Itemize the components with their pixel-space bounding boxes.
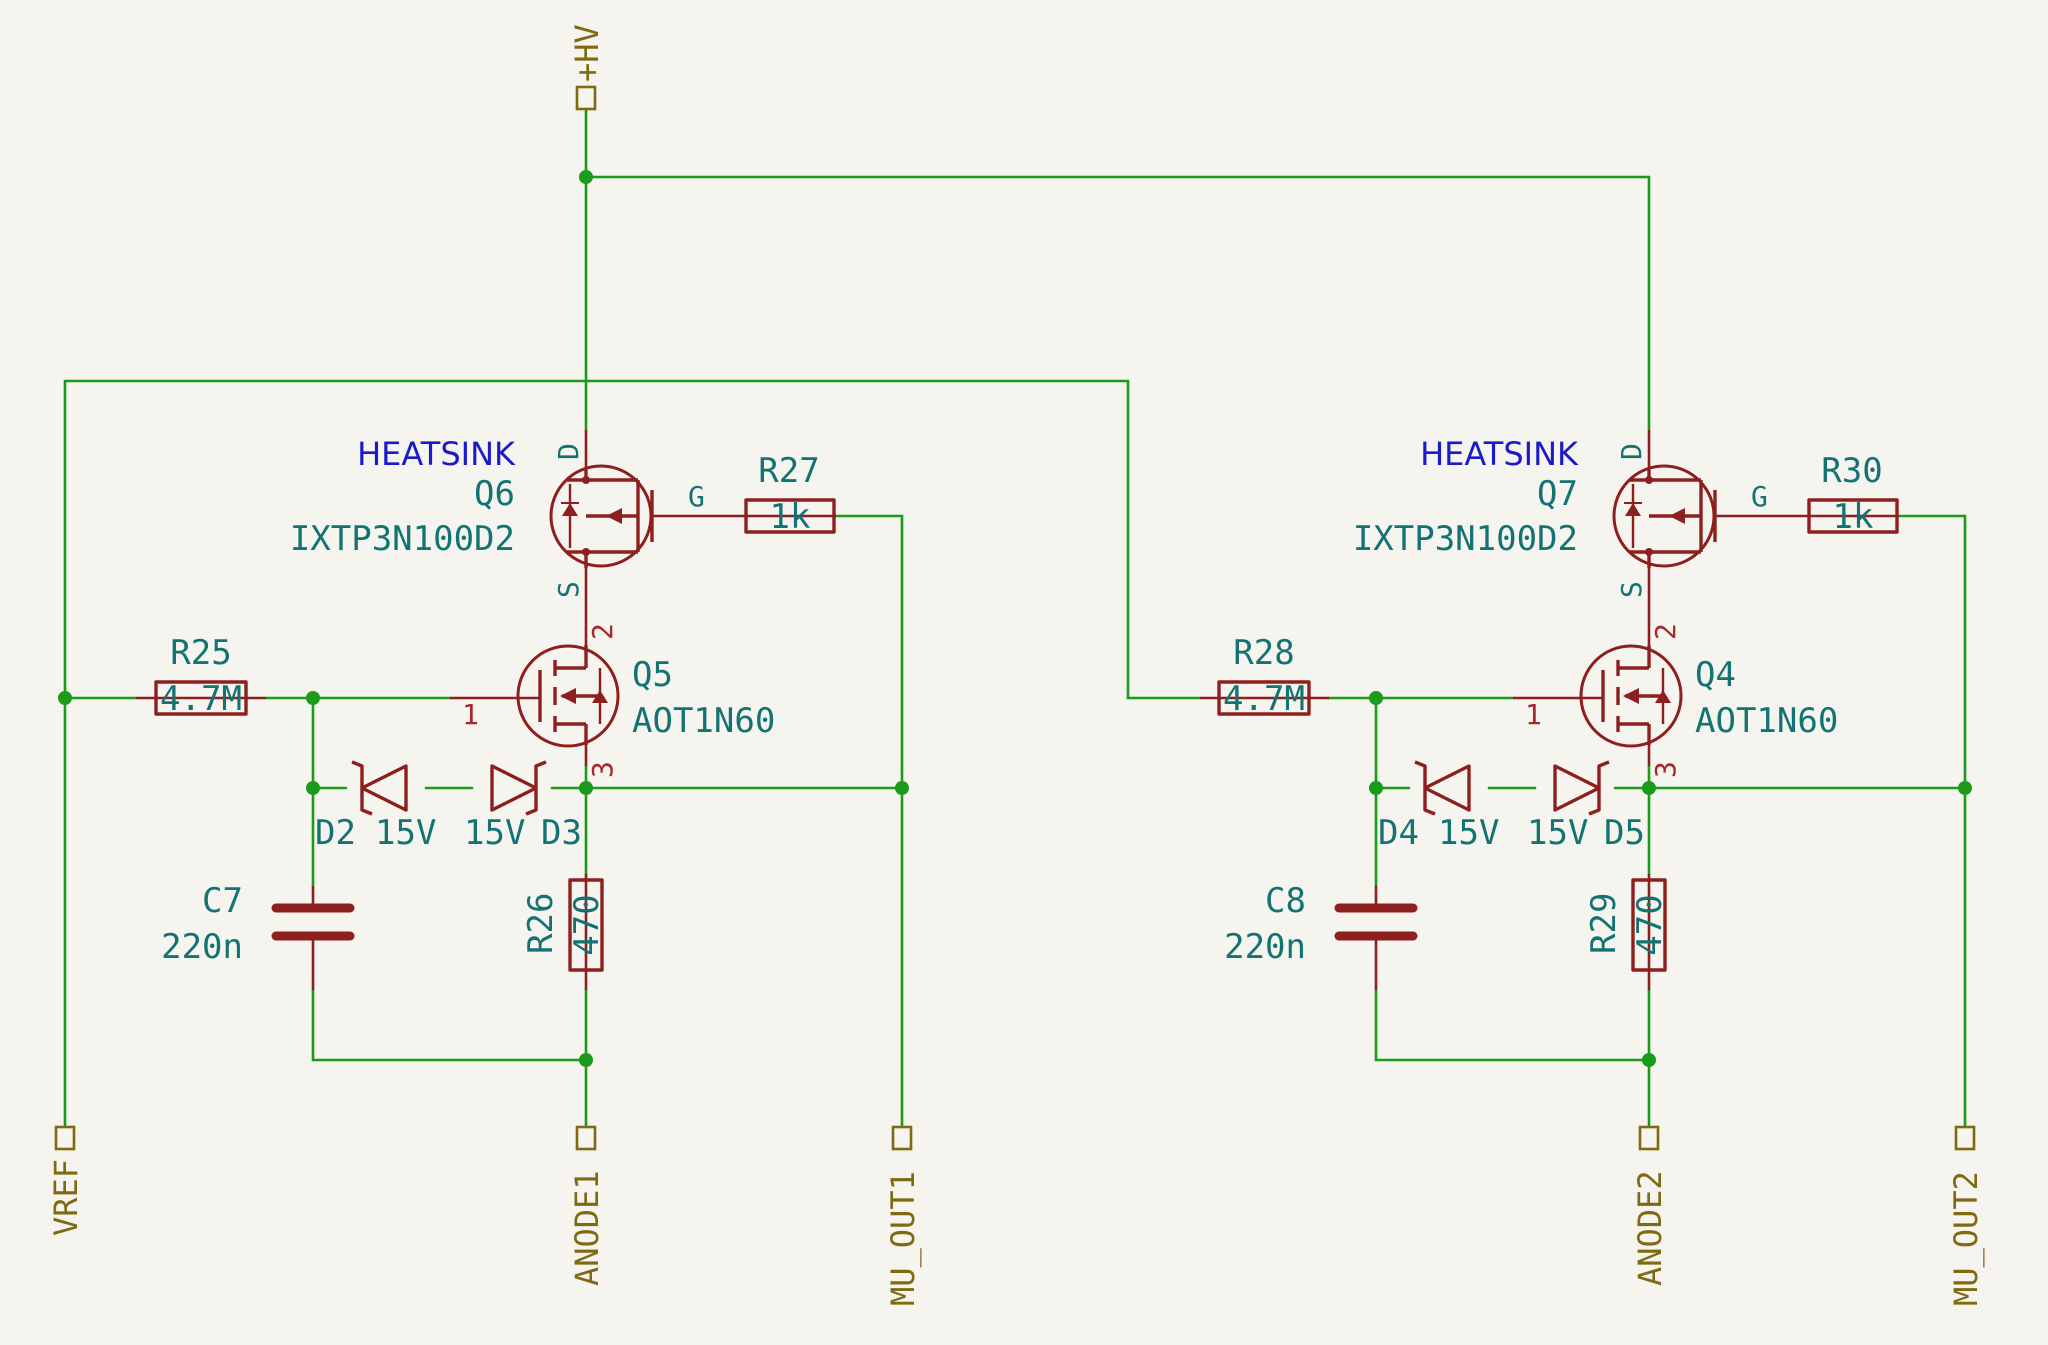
q7-pin-d: D	[1615, 443, 1648, 460]
stage-left: D S G HEATSINK Q6 IXTP3N100D2 2 3 1	[58, 170, 909, 1129]
q5-pin-2: 2	[586, 623, 619, 640]
port-anode2-label: ANODE2	[1631, 1170, 1669, 1286]
junction-dot	[1642, 781, 1656, 795]
junction-dot	[58, 691, 72, 705]
c7-value: 220n	[161, 927, 243, 967]
wire-hv-bus	[584, 175, 1651, 432]
wire-c8-bottom	[1374, 988, 1651, 1062]
r28-value: 4.7M	[1223, 679, 1305, 719]
wire-vref-bus	[63, 379, 1202, 1129]
mosfet-q7[interactable]	[1612, 430, 1807, 610]
zener-d3[interactable]	[490, 760, 547, 816]
port-anode2[interactable]: ANODE2	[1631, 1125, 1669, 1286]
junction-dot	[895, 781, 909, 795]
wires	[63, 107, 1651, 1129]
q5-ref: Q5	[632, 655, 673, 695]
q5-value: AOT1N60	[632, 701, 775, 741]
r26-value: 470	[567, 894, 607, 955]
port-mu-out1[interactable]: MU_OUT1	[884, 1125, 922, 1306]
port-hv[interactable]: +HV	[568, 24, 606, 111]
q4-pin-3: 3	[1649, 761, 1682, 778]
junction-dot	[1642, 1053, 1656, 1067]
junction-dot	[579, 781, 593, 795]
q7-pin-g: G	[1751, 480, 1768, 513]
zener-d5[interactable]	[1553, 760, 1610, 816]
d2-value: 15V	[375, 813, 436, 853]
zener-d2[interactable]	[351, 760, 408, 816]
wire-r27-to-mu1	[834, 514, 904, 1129]
q6-pin-s: S	[552, 581, 585, 598]
junction-dot	[579, 170, 593, 184]
port-mu-out1-label: MU_OUT1	[884, 1171, 922, 1306]
q6-pin-g: G	[688, 480, 705, 513]
port-anode1-label: ANODE1	[568, 1170, 606, 1286]
q5-pin-3: 3	[586, 761, 619, 778]
d4-ref: D4	[1378, 813, 1419, 853]
r30-value: 1k	[1833, 497, 1874, 537]
d4-value: 15V	[1438, 813, 1499, 853]
c8-value: 220n	[1224, 927, 1306, 967]
r27-value: 1k	[770, 497, 811, 537]
port-vref[interactable]: VREF	[47, 1125, 85, 1236]
d5-value: 15V	[1527, 813, 1588, 853]
wire-r30-to-mu2	[1897, 514, 1967, 1129]
r27-ref: R27	[758, 451, 819, 491]
wire-c7-bottom	[311, 988, 588, 1062]
q7-value: IXTP3N100D2	[1353, 519, 1578, 559]
r25-ref: R25	[170, 633, 231, 673]
q6-pin-d: D	[552, 443, 585, 460]
r26-ref: R26	[521, 893, 561, 954]
r29-value: 470	[1630, 894, 1670, 955]
r25-value: 4.7M	[160, 679, 242, 719]
mosfet-q5[interactable]	[450, 610, 620, 766]
c8-ref: C8	[1265, 881, 1306, 921]
q6-value: IXTP3N100D2	[290, 519, 515, 559]
q4-pin-2: 2	[1649, 623, 1682, 640]
r29-ref: R29	[1584, 893, 1624, 954]
zener-d4[interactable]	[1414, 760, 1471, 816]
port-mu-out2[interactable]: MU_OUT2	[1947, 1125, 1985, 1306]
d3-ref: D3	[541, 813, 582, 853]
d2-ref: D2	[315, 813, 356, 853]
junction-dot	[1958, 781, 1972, 795]
resistor-r29[interactable]	[1631, 874, 1667, 990]
junction-dot	[579, 1053, 593, 1067]
q4-value: AOT1N60	[1695, 701, 1838, 741]
q5-pin-1: 1	[462, 698, 479, 731]
d5-ref: D5	[1604, 813, 1645, 853]
q6-ref: Q6	[474, 474, 515, 514]
resistor-r27[interactable]	[744, 498, 836, 534]
c7-ref: C7	[202, 881, 243, 921]
r28-ref: R28	[1233, 633, 1294, 673]
mosfet-q4[interactable]	[1513, 610, 1683, 766]
capacitor-c8[interactable]	[1334, 886, 1418, 990]
mosfet-q6[interactable]	[549, 430, 744, 610]
junction-dot	[306, 781, 320, 795]
junction-dot	[1369, 781, 1383, 795]
q4-ref: Q4	[1695, 655, 1736, 695]
port-hv-label: +HV	[568, 24, 606, 82]
d3-value: 15V	[464, 813, 525, 853]
q4-pin-1: 1	[1525, 698, 1542, 731]
resistor-r26[interactable]	[568, 874, 604, 990]
r30-ref: R30	[1821, 451, 1882, 491]
resistor-r30[interactable]	[1807, 498, 1899, 534]
junction-dot	[306, 691, 320, 705]
capacitor-c7[interactable]	[271, 886, 355, 990]
junction-dot	[1369, 691, 1383, 705]
stage-right: D S G HEATSINK Q7 IXTP3N100D2 2 3 1	[1200, 430, 1972, 1129]
resistor-r28[interactable]	[1200, 680, 1329, 716]
port-vref-label: VREF	[47, 1159, 85, 1236]
port-anode1[interactable]: ANODE1	[568, 1125, 606, 1286]
port-mu-out2-label: MU_OUT2	[1947, 1171, 1985, 1306]
q7-ref: Q7	[1537, 474, 1578, 514]
heatsink-note-right: HEATSINK	[1420, 435, 1579, 473]
q7-pin-s: S	[1615, 581, 1648, 598]
resistor-r25[interactable]	[136, 680, 266, 716]
heatsink-note-left: HEATSINK	[357, 435, 516, 473]
